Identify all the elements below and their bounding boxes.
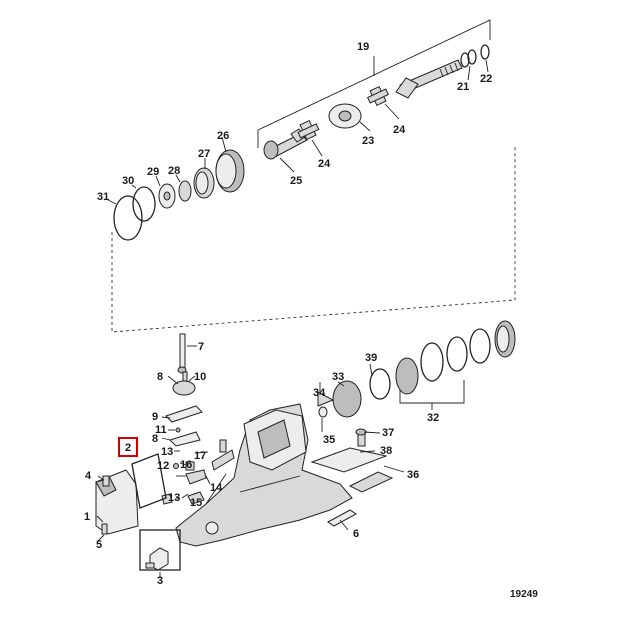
callout-10: 10 [194,371,206,383]
callout-34: 34 [313,387,326,399]
callout-8a: 8 [157,371,163,383]
callout-12: 12 [157,460,169,472]
trim-plates [310,447,394,527]
callout-4: 4 [85,470,92,482]
gearcase-housing [175,403,353,547]
callout-13b: 13 [168,492,180,504]
seal-rings [460,44,490,68]
drawing-number: 19249 [510,589,538,600]
callout-22: 22 [480,73,492,85]
bracket-19 [257,19,491,148]
leader-lines [96,59,489,578]
callout-17: 17 [194,450,206,462]
callout-1: 1 [84,511,90,523]
callout-26: 26 [217,130,229,142]
callout-36: 36 [407,469,419,481]
callout-27: 27 [198,148,210,160]
callout-33: 33 [332,371,344,383]
water-pickup-bracket [95,469,139,535]
shift-parts [161,333,235,505]
callout-32: 32 [427,412,439,424]
callout-14: 14 [210,482,223,494]
gasket-2 [131,453,167,509]
callout-39: 39 [365,352,377,364]
callout-24a: 24 [393,124,406,136]
callout-15: 15 [190,497,202,509]
callout-23: 23 [362,135,374,147]
callout-13a: 13 [161,446,173,458]
gear-set-right [317,320,516,447]
fitting-3 [139,529,181,571]
callout-29: 29 [147,166,159,178]
callout-7: 7 [198,341,204,353]
callout-30: 30 [122,175,134,187]
universal-joint-parts [290,77,419,143]
callout-11: 11 [155,424,167,436]
callout-31: 31 [97,191,109,203]
callout-2: 2 [125,442,131,454]
callout-25: 25 [290,175,302,187]
callout-21: 21 [457,81,469,93]
callout-28: 28 [168,165,180,177]
callout-5: 5 [96,539,102,551]
callout-24b: 24 [318,158,331,170]
callout-3: 3 [157,575,163,587]
callout-38: 38 [380,445,392,457]
callout-6: 6 [353,528,359,540]
callout-37: 37 [382,427,394,439]
bearing-rings [113,180,192,241]
callout-8b: 8 [152,433,158,445]
callout-35: 35 [323,434,335,446]
callout-9: 9 [152,411,158,423]
callout-16: 16 [180,459,192,471]
pinion-gear [193,149,245,199]
highlight-box[interactable] [118,437,138,457]
callout-labels: 1 2 3 4 5 6 7 8 8 9 10 11 12 13 13 14 15… [84,41,492,587]
callout-19: 19 [357,41,369,53]
